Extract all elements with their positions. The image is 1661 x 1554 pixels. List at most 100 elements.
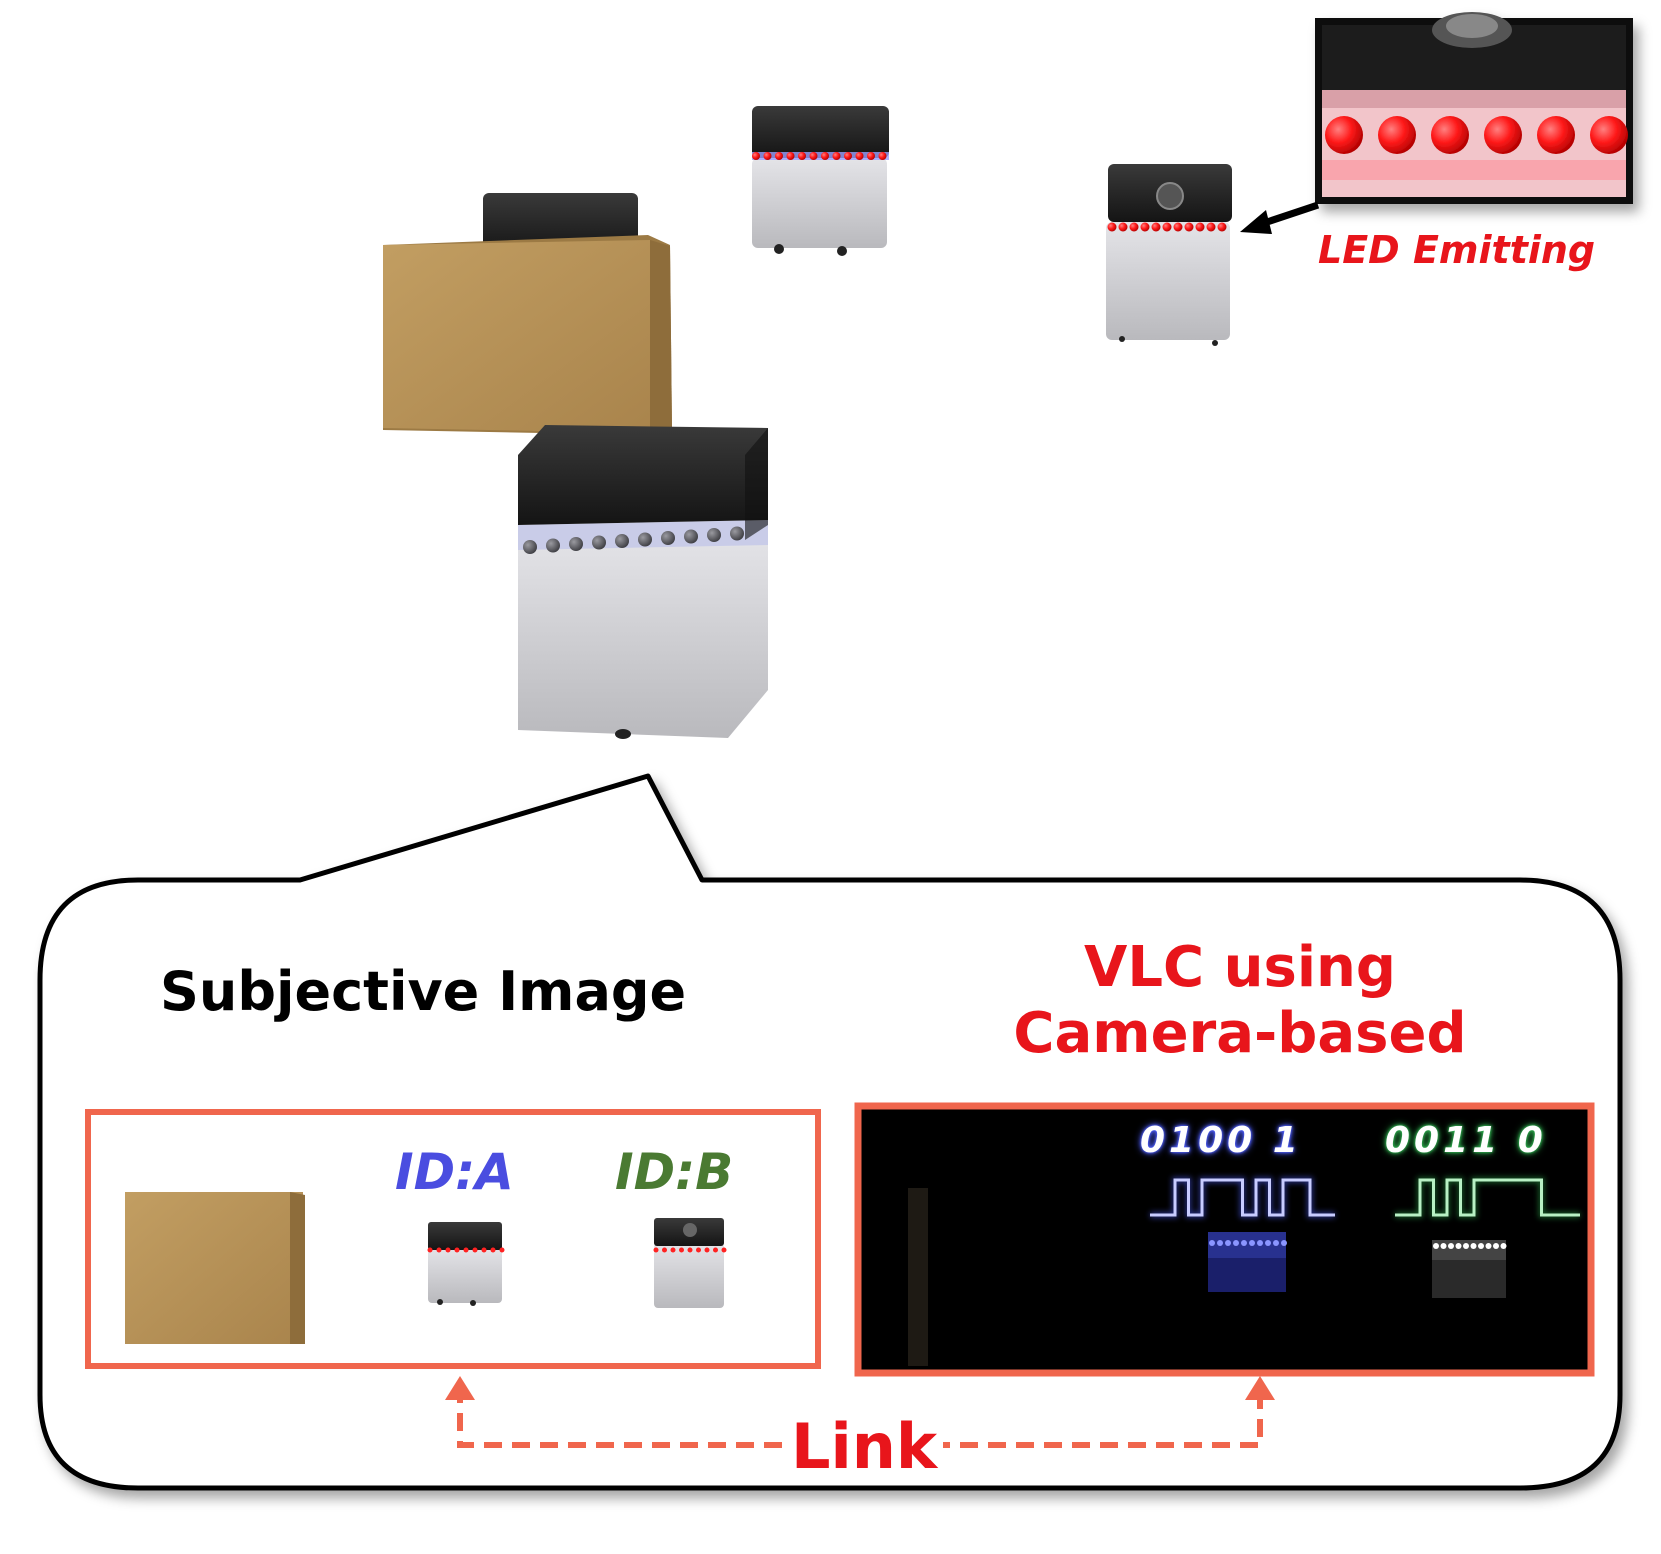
blue-led-glow bbox=[1265, 1240, 1271, 1246]
led-off bbox=[546, 538, 560, 553]
signal-b-waveform bbox=[1395, 1177, 1580, 1218]
white-led-glow bbox=[1433, 1243, 1439, 1249]
led-off bbox=[592, 535, 606, 550]
link-arrowhead-right bbox=[1245, 1376, 1275, 1400]
red-led bbox=[786, 152, 795, 160]
red-led bbox=[1217, 222, 1227, 232]
vlc-robot-b bbox=[1432, 1240, 1507, 1298]
white-led-glow bbox=[1485, 1243, 1492, 1249]
vlc-title-line2: Camera-based bbox=[1013, 1001, 1467, 1066]
red-led bbox=[713, 1247, 718, 1253]
red-led bbox=[1118, 222, 1128, 232]
red-led bbox=[721, 1247, 727, 1253]
led-off bbox=[730, 526, 744, 541]
red-led bbox=[878, 152, 887, 160]
red-led bbox=[1151, 222, 1161, 232]
small-robot-b bbox=[653, 1218, 727, 1308]
led-emitting-label: LED Emitting bbox=[1318, 228, 1596, 272]
red-led bbox=[855, 152, 864, 160]
zoomed-red-led bbox=[1431, 116, 1469, 154]
red-led bbox=[1140, 222, 1150, 232]
camera-lens-icon bbox=[1156, 182, 1184, 210]
red-led bbox=[436, 1247, 442, 1253]
blue-led-glow bbox=[1281, 1240, 1287, 1246]
red-led bbox=[481, 1247, 487, 1253]
led-off bbox=[615, 534, 629, 548]
vlc-title-line1: VLC using bbox=[1084, 935, 1396, 1000]
led-row-robot-b bbox=[1107, 222, 1227, 232]
vlc-robot-a bbox=[1208, 1232, 1287, 1292]
pointer-arrow bbox=[1240, 201, 1320, 234]
red-led bbox=[704, 1247, 710, 1253]
vlc-title: VLC using Camera-based bbox=[980, 935, 1500, 1067]
white-led-glow bbox=[1440, 1243, 1447, 1249]
small-wooden-box bbox=[125, 1192, 305, 1344]
id-b-label: ID:B bbox=[615, 1143, 734, 1201]
red-led bbox=[844, 152, 852, 160]
red-led bbox=[1162, 222, 1172, 232]
red-led bbox=[662, 1247, 667, 1253]
link-label: Link bbox=[785, 1410, 944, 1483]
led-row-front-robot bbox=[523, 526, 744, 554]
white-led-glow bbox=[1478, 1243, 1484, 1249]
red-led bbox=[687, 1247, 693, 1253]
red-led bbox=[696, 1247, 701, 1253]
red-led bbox=[763, 152, 772, 160]
id-a-label: ID:A bbox=[395, 1143, 514, 1201]
blue-led-glow bbox=[1249, 1240, 1255, 1246]
led-zoom-inset bbox=[1315, 12, 1633, 204]
zoomed-red-led bbox=[1590, 116, 1628, 154]
red-led bbox=[472, 1247, 478, 1253]
blue-led-glow bbox=[1233, 1240, 1239, 1246]
led-off bbox=[638, 532, 652, 547]
small-robot-a bbox=[427, 1222, 505, 1306]
robot-a-scene bbox=[752, 106, 889, 256]
red-led bbox=[867, 152, 875, 160]
red-led bbox=[653, 1247, 659, 1253]
red-led bbox=[1206, 222, 1216, 232]
robot-front-scene bbox=[518, 425, 768, 739]
blue-led-glow bbox=[1225, 1240, 1231, 1246]
led-off bbox=[707, 528, 721, 542]
white-led-glow bbox=[1500, 1243, 1507, 1249]
zoomed-red-led bbox=[1484, 116, 1522, 154]
zoomed-red-led bbox=[1537, 116, 1575, 154]
bits-a-label: 0100 1 bbox=[1140, 1120, 1302, 1161]
red-led bbox=[798, 152, 806, 160]
blue-led-glow bbox=[1257, 1240, 1263, 1246]
red-led bbox=[821, 152, 829, 160]
wooden-box bbox=[383, 235, 672, 435]
bits-b-label: 0011 0 bbox=[1385, 1120, 1547, 1161]
blue-led-glow bbox=[1209, 1240, 1215, 1246]
white-led-glow bbox=[1455, 1243, 1462, 1249]
red-led bbox=[1107, 222, 1117, 232]
robot-b-scene bbox=[1106, 164, 1232, 346]
red-led bbox=[670, 1247, 676, 1253]
white-led-glow bbox=[1463, 1243, 1469, 1249]
red-led bbox=[490, 1247, 496, 1253]
red-led bbox=[809, 152, 818, 160]
red-led bbox=[463, 1247, 469, 1253]
led-off bbox=[523, 540, 537, 554]
red-led bbox=[1173, 222, 1183, 232]
red-led bbox=[427, 1247, 433, 1253]
red-led bbox=[1129, 222, 1139, 232]
led-off bbox=[684, 529, 698, 544]
zoomed-red-led bbox=[1378, 116, 1416, 154]
red-led bbox=[775, 152, 783, 160]
led-off bbox=[569, 537, 583, 551]
blue-led-glow bbox=[1273, 1240, 1279, 1246]
red-led bbox=[454, 1247, 460, 1253]
signal-a-waveform bbox=[1150, 1177, 1335, 1218]
red-led bbox=[752, 152, 760, 160]
led-row-robot-a bbox=[752, 152, 887, 160]
zoomed-red-led bbox=[1325, 116, 1363, 154]
blue-led-glow bbox=[1241, 1240, 1247, 1246]
red-led bbox=[679, 1247, 684, 1253]
dark-box-silhouette bbox=[908, 1188, 928, 1366]
red-led bbox=[1195, 222, 1205, 232]
link-arrowhead-left bbox=[445, 1376, 475, 1400]
white-led-glow bbox=[1470, 1243, 1477, 1249]
